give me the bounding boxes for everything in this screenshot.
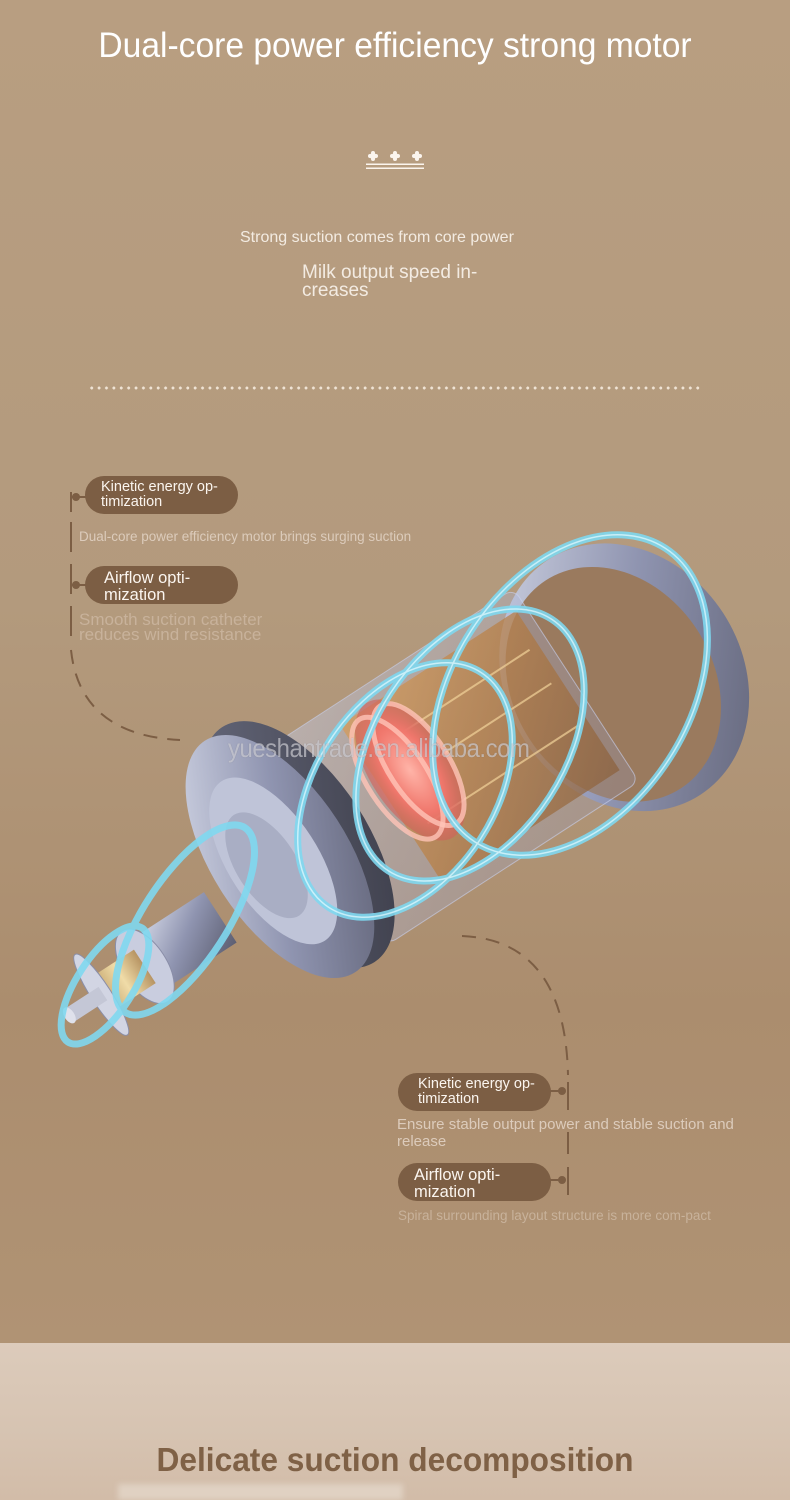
callout-marker-bar [70, 564, 72, 594]
callout-desc-bar [70, 606, 72, 636]
callout-connector [550, 1179, 562, 1181]
callout-marker-bar [567, 1167, 569, 1195]
callout-dot [72, 581, 80, 589]
callout-dot [558, 1176, 566, 1184]
callout-dot [558, 1087, 566, 1095]
callout-label-kinetic-left: Kinetic energy op-timization [85, 476, 238, 514]
exploded-motor-illustration [57, 531, 750, 1076]
section-title-decomposition: Delicate suction decomposition [156, 1441, 634, 1478]
callout-dot [72, 493, 80, 501]
callout-desc-bar [70, 522, 72, 552]
callout-marker-bar [567, 1082, 569, 1110]
callout-desc-kinetic-left: Dual-core power efficiency motor brings … [79, 529, 412, 544]
callout-desc-bar [567, 1132, 569, 1154]
dotted-divider [88, 386, 702, 390]
callout-label-airflow-right: Airflow opti-mization [398, 1163, 551, 1201]
callout-desc-airflow-left: Smooth suction catheter reduces wind res… [79, 610, 263, 644]
intro-subtitle: Strong suction comes from core power [240, 229, 514, 246]
decomposition-section [0, 1343, 790, 1500]
page-title: Dual-core power efficiency strong motor [98, 26, 692, 65]
callout-connector [550, 1090, 562, 1092]
callout-label-kinetic-right: Kinetic energy op-timization [398, 1073, 551, 1111]
next-section-preview [118, 1484, 403, 1500]
callout-label-airflow-left: Airflow opti-mization [85, 566, 238, 604]
watermark-text: yueshantrade.en.alibaba.com [228, 733, 530, 763]
callout-desc-kinetic-right: Ensure stable output power and stable su… [397, 1116, 734, 1150]
callout-desc-airflow-right: Spiral surrounding layout structure is m… [398, 1208, 711, 1223]
callout-marker-bar [70, 492, 72, 512]
flower-ornament-icon [366, 151, 424, 169]
intro-subtitle-secondary: Milk output speed in-creases [302, 262, 478, 301]
